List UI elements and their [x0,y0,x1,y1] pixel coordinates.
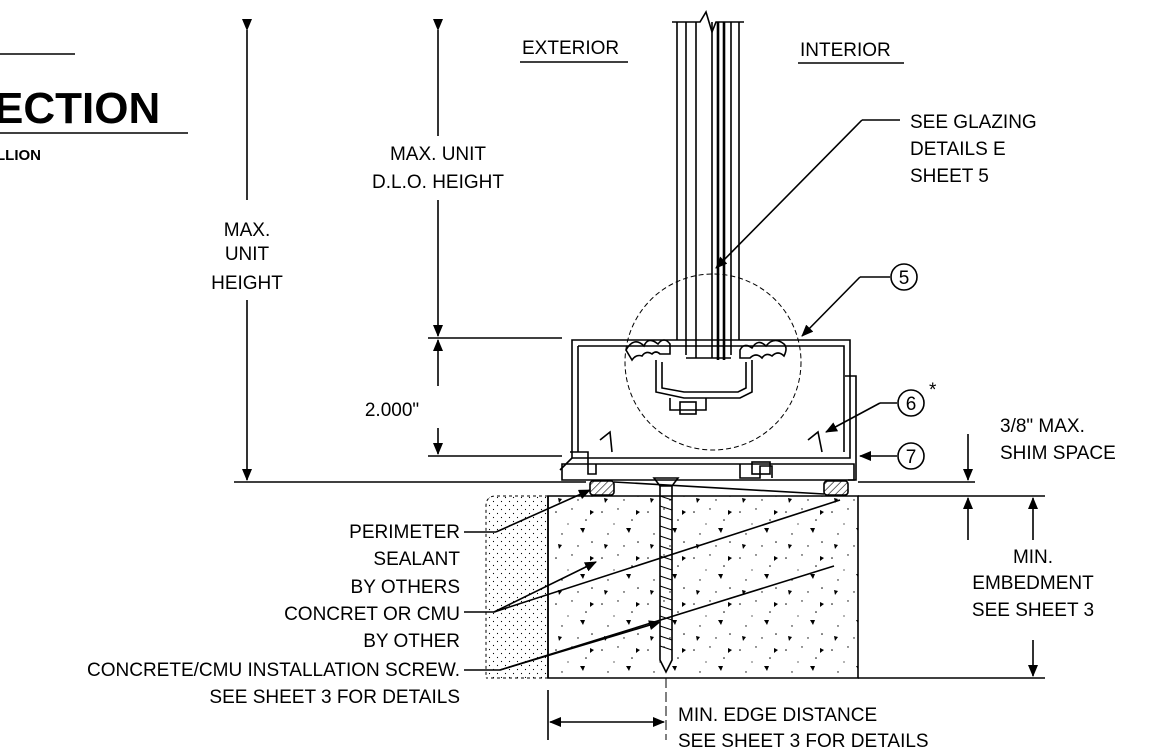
sealant-line [613,481,825,495]
perimeter-sealant-line-1: PERIMETER [349,522,460,543]
detail-circle [624,273,802,451]
interior-label: INTERIOR [800,40,891,61]
part-5-number: 5 [899,268,910,289]
shim-space-line-1: 3/8" MAX. [1000,416,1085,437]
part-5-callout: 5 [801,263,918,337]
side-labels: EXTERIOR INTERIOR [520,38,904,64]
exterior-label: EXTERIOR [522,38,619,59]
glazing-callout: SEE GLAZING DETAILS E SHEET 5 [715,112,1037,269]
part-6-asterisk: * [929,380,937,401]
glazing-callout-line-1: SEE GLAZING [910,112,1037,133]
perimeter-sealant-line-3: BY OTHERS [351,577,460,598]
dlo-height-line-1: MAX. UNIT [390,144,486,165]
part-7-number: 7 [906,447,917,468]
break-line [672,10,744,35]
min-edge-distance-line-2: SEE SHEET 3 FOR DETAILS [678,731,929,751]
title-block: ECTION LLION [0,53,188,164]
max-unit-height-dimension: MAX. UNIT HEIGHT [211,19,283,481]
glazing-callout-line-3: SHEET 5 [910,166,989,187]
frame-depth-dimension: 2.000" [365,339,443,455]
glazing-callout-line-2: DETAILS E [910,139,1006,160]
part-7-callout: 7 [859,442,925,470]
substrate-note: CONCRET OR CMU BY OTHER [284,499,841,652]
max-unit-height-line-2: UNIT [225,244,270,265]
shim-exterior [589,480,615,496]
min-edge-distance-line-1: MIN. EDGE DISTANCE [678,705,877,726]
screw-note-line-1: CONCRETE/CMU INSTALLATION SCREW. [87,660,460,681]
min-edge-distance-dimension: MIN. EDGE DISTANCE SEE SHEET 3 FOR DETAI… [547,690,929,751]
title-sub: LLION [0,147,41,164]
dlo-height-dimension: MAX. UNIT D.L.O. HEIGHT [372,19,504,337]
dlo-height-line-2: D.L.O. HEIGHT [372,172,504,193]
min-embedment-line-1: MIN. [1013,547,1053,568]
max-unit-height-line-1: MAX. [224,220,270,241]
shim-space-dimension: 3/8" MAX. SHIM SPACE [963,416,1116,540]
perimeter-sealant-line-2: SEALANT [373,549,460,570]
shim-interior [823,480,849,496]
min-embedment-line-2: EMBEDMENT [972,573,1094,594]
min-embedment-dimension: MIN. EMBEDMENT SEE SHEET 3 [972,497,1094,677]
title-main: ECTION [0,84,160,133]
part-6-number: 6 [906,394,917,415]
shim-space-line-2: SHIM SPACE [1000,443,1116,464]
part-6-callout: 6 * [825,380,937,433]
min-embedment-line-3: SEE SHEET 3 [972,600,1094,621]
substrate-line-2: BY OTHER [363,631,460,652]
screw-note-line-2: SEE SHEET 3 FOR DETAILS [209,687,460,708]
sill-frame [559,339,857,481]
max-unit-height-line-3: HEIGHT [211,273,283,294]
glazing-unit [672,10,744,360]
perimeter-sealant-note: PERIMETER SEALANT BY OTHERS [349,489,591,598]
screw-note: CONCRETE/CMU INSTALLATION SCREW. SEE SHE… [87,565,835,708]
frame-depth-label: 2.000" [365,400,419,421]
substrate-line-1: CONCRET OR CMU [284,604,460,625]
